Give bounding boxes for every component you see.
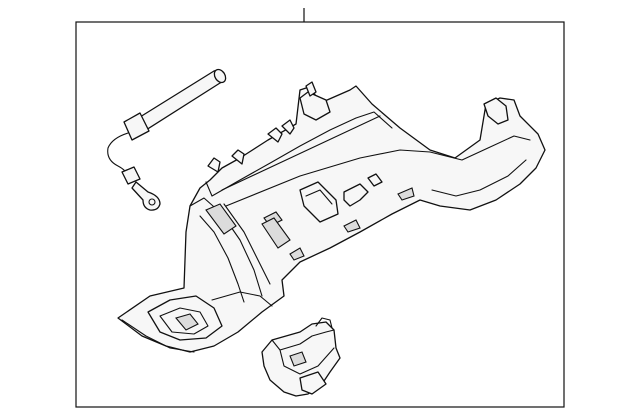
left-window (205, 203, 237, 235)
latch-striker-icon (261, 317, 341, 397)
hinge-tab-1 (207, 157, 221, 173)
glove-box-housing-icon (117, 81, 546, 353)
latch-detail (343, 183, 369, 207)
diagram-frame (75, 21, 565, 408)
bottom-lip (121, 319, 195, 353)
ring-terminal-hole (148, 198, 156, 206)
bottom-rib (211, 291, 273, 307)
damper-strut-icon (107, 68, 227, 211)
housing-mid-ridge (225, 149, 431, 207)
right-arm-top (429, 135, 531, 161)
striker-foot (299, 371, 327, 395)
damper-body (123, 112, 150, 141)
slot-3 (397, 187, 415, 201)
left-window-2 (261, 217, 291, 249)
damper-end-cap (213, 68, 227, 84)
hinge-tab-4 (281, 119, 295, 135)
top-post-cap (305, 81, 317, 97)
housing-top-edge (205, 111, 393, 197)
ring-terminal (131, 181, 161, 211)
bottom-pocket-inner (159, 307, 209, 335)
bottom-pocket-hole (175, 313, 199, 331)
right-arm-lower (431, 159, 527, 197)
striker-top-face (271, 329, 335, 351)
striker-slot (289, 351, 307, 367)
hinge-tab-3 (267, 127, 283, 143)
right-arm-bracket (483, 97, 509, 125)
housing-top-ridge (221, 115, 381, 191)
damper-rod (139, 69, 226, 131)
slot-4 (289, 247, 305, 261)
latch-nub (367, 173, 383, 187)
latch-window (299, 181, 339, 223)
damper-connector (121, 166, 141, 185)
striker-mid-line (279, 347, 335, 375)
housing-outline (117, 85, 546, 353)
left-wall-inner-2 (223, 203, 271, 285)
hinge-tab-2 (231, 149, 245, 165)
slot-2 (343, 219, 361, 233)
striker-tab (315, 317, 333, 329)
latch-window-inner (305, 189, 333, 205)
left-wall-inner (199, 215, 245, 303)
